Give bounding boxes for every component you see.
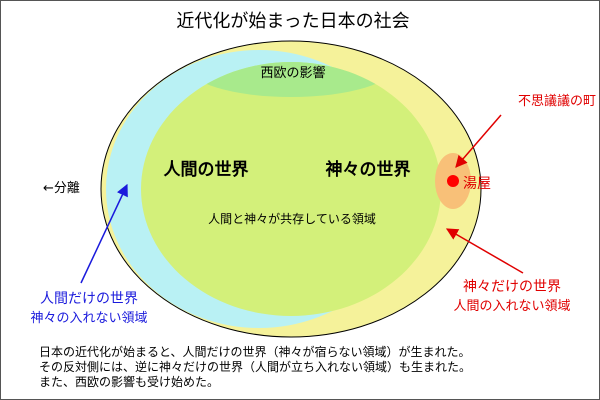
human-only-title: 人間だけの世界 [40,291,138,307]
gods-only-subtitle: 人間の入れない領域 [453,298,570,314]
caption-line-2: その反対側には、逆に神々だけの世界（人間が立ち入れない領域）も生まれた。 [39,360,472,374]
yuya-label: 湯屋 [463,175,491,192]
separation-label: ←分離 [43,181,80,196]
coexist-region [141,62,441,316]
western-influence-region [186,62,396,97]
mysterious-town-arrow [455,114,502,168]
human-only-subtitle: 神々の入れない領域 [30,310,147,326]
gods-world-label: 神々の世界 [326,159,411,180]
caption-line-3: また、西欧の影響も受け始めた。 [39,375,220,389]
western-influence-label: 西欧の影響 [260,65,325,81]
gods-only-title: 神々だけの世界 [463,279,561,295]
caption-line-1: 日本の近代化が始まると、人間だけの世界（神々が宿らない領域）が生まれた。 [39,345,471,359]
human-only-arrow [80,183,128,284]
society-outline [100,40,482,338]
coexist-label: 人間と神々が共存している領域 [208,211,376,226]
caption: 日本の近代化が始まると、人間だけの世界（神々が宿らない領域）が生まれた。 その反… [39,345,589,390]
mysterious-town-label: 不思議議の町 [518,94,596,109]
human-world-label: 人間の世界 [164,160,249,180]
yuya-dot [447,175,459,187]
gods-only-arrow [445,228,524,274]
diagram-title: 近代化が始まった日本の社会 [176,11,409,32]
